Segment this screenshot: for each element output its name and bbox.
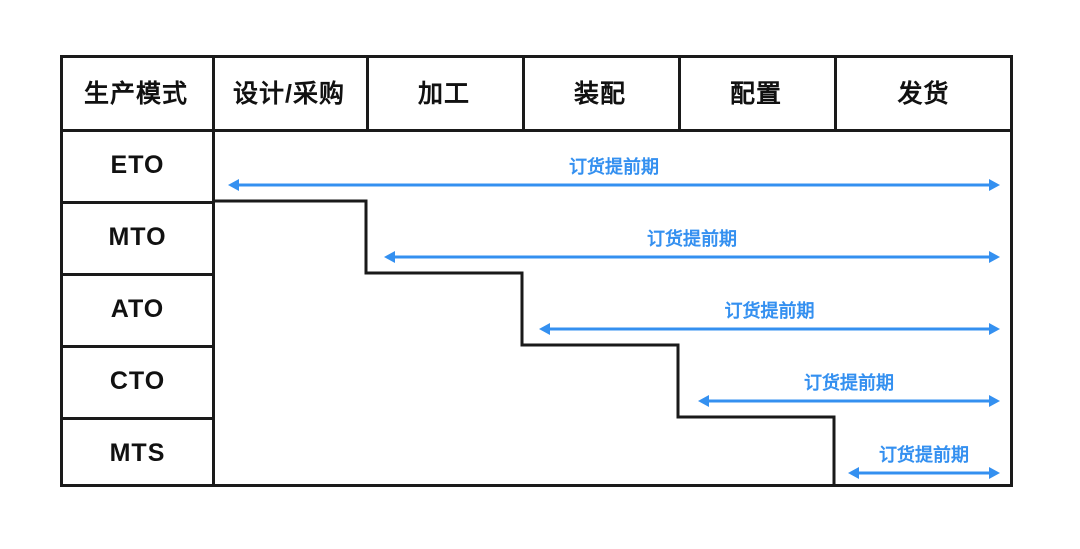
- header-cell-assembly: 装配: [573, 80, 626, 108]
- lead-time-label-mts: 订货提前期: [879, 445, 969, 465]
- lead-time-arrow-cto: 订货提前期: [698, 373, 1000, 413]
- column-divider-configure: [834, 55, 837, 129]
- column-divider-design: [366, 55, 369, 129]
- mode-label-eto: ETO: [110, 150, 165, 179]
- column-divider-machining: [522, 55, 525, 129]
- arrow-line-ato: [539, 323, 1000, 335]
- header-separator: [60, 129, 1013, 132]
- lead-time-arrow-ato: 订货提前期: [539, 301, 1000, 341]
- arrow-line-eto: [228, 179, 1000, 191]
- header-cell-machining: 加工: [417, 80, 470, 108]
- mode-label-ato: ATO: [110, 294, 165, 323]
- mode-label-mto: MTO: [108, 222, 167, 251]
- arrow-line-cto: [698, 395, 1000, 407]
- lead-time-arrow-eto: 订货提前期: [228, 157, 1000, 197]
- lead-time-arrow-mts: 订货提前期: [848, 445, 1000, 485]
- lead-time-label-mto: 订货提前期: [647, 229, 737, 249]
- header-cell-ship: 发货: [897, 80, 950, 108]
- column-divider-assembly: [678, 55, 681, 129]
- column-divider-mode: [212, 55, 215, 487]
- lead-time-arrow-mto: 订货提前期: [384, 229, 1000, 269]
- header-cell-configure: 配置: [729, 80, 782, 108]
- row-separator-cto-mts: [60, 417, 212, 420]
- lead-time-label-eto: 订货提前期: [569, 157, 659, 177]
- row-separator-eto-mto: [60, 201, 212, 204]
- row-separator-mto-ato: [60, 273, 212, 276]
- header-cell-design: 设计/采购: [233, 80, 345, 108]
- mode-label-cto: CTO: [109, 366, 166, 395]
- mode-label-mts: MTS: [109, 438, 166, 467]
- lead-time-label-ato: 订货提前期: [724, 301, 815, 321]
- arrow-line-mts: [848, 467, 1000, 479]
- arrow-line-mto: [384, 251, 1000, 263]
- lead-time-label-cto: 订货提前期: [804, 373, 894, 393]
- table-frame: [60, 55, 1013, 487]
- header-cell-mode: 生产模式: [83, 80, 188, 108]
- row-separator-ato-cto: [60, 345, 212, 348]
